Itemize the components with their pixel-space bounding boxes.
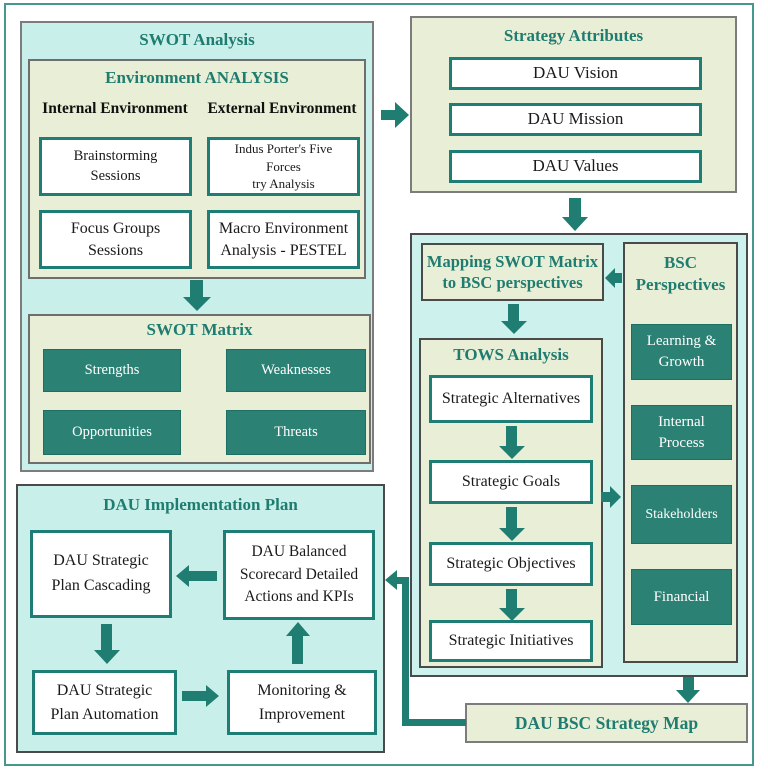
focus-groups-sessions-box: Focus Groups Sessions bbox=[39, 210, 192, 269]
external-environment-header: External Environment bbox=[207, 100, 357, 117]
financial-cell: Financial bbox=[631, 569, 732, 625]
dau-bsc-strategy-map-box: DAU BSC Strategy Map bbox=[465, 703, 748, 743]
strategy-attributes-section: Strategy Attributes DAU Vision DAU Missi… bbox=[410, 16, 737, 193]
plan-automation-box: DAU Strategic Plan Automation bbox=[32, 670, 177, 735]
dau-implementation-plan-section: DAU Implementation Plan DAU Strategic Pl… bbox=[16, 484, 385, 753]
monitoring-improvement-box: Monitoring & Improvement bbox=[227, 670, 377, 735]
strategic-goals-box: Strategic Goals bbox=[429, 460, 593, 504]
opportunities-cell: Opportunities bbox=[43, 410, 181, 455]
dau-vision-box: DAU Vision bbox=[449, 57, 702, 90]
strategic-initiatives-box: Strategic Initiatives bbox=[429, 620, 593, 662]
strategy-attributes-title: Strategy Attributes bbox=[503, 26, 644, 45]
tows-analysis-title: TOWS Analysis bbox=[453, 345, 569, 364]
swot-analysis-title: SWOT Analysis bbox=[139, 30, 255, 49]
strengths-cell: Strengths bbox=[43, 349, 181, 392]
strategic-alternatives-box: Strategic Alternatives bbox=[429, 375, 593, 423]
plan-cascading-box: DAU Strategic Plan Cascading bbox=[30, 530, 172, 618]
brainstorming-sessions-box: Brainstorming Sessions bbox=[39, 137, 192, 196]
balanced-scorecard-box: DAU Balanced Scorecard Detailed Actions … bbox=[223, 530, 375, 620]
diagram-outer-frame bbox=[4, 3, 754, 766]
dau-mission-box: DAU Mission bbox=[449, 103, 702, 136]
bsc-mapping-section: Mapping SWOT Matrix to BSC perspectives … bbox=[410, 233, 748, 677]
threats-cell: Threats bbox=[226, 410, 366, 455]
environment-analysis-title: Environment ANALYSIS bbox=[105, 68, 289, 87]
strategic-objectives-box: Strategic Objectives bbox=[429, 542, 593, 586]
learning-growth-cell: Learning & Growth bbox=[631, 324, 732, 380]
weaknesses-cell: Weaknesses bbox=[226, 349, 366, 392]
mapping-swot-to-bsc-title: Mapping SWOT Matrix to BSC perspectives bbox=[426, 251, 599, 292]
bsc-perspectives-title: BSC Perspectives bbox=[635, 253, 726, 295]
mapping-swot-to-bsc-box: Mapping SWOT Matrix to BSC perspectives bbox=[421, 243, 604, 301]
internal-environment-header: Internal Environment bbox=[42, 100, 188, 117]
stakeholders-cell: Stakeholders bbox=[631, 485, 732, 544]
dau-values-box: DAU Values bbox=[449, 150, 702, 183]
swot-analysis-section: SWOT Analysis Environment ANALYSIS Inter… bbox=[20, 21, 374, 472]
internal-process-cell: Internal Process bbox=[631, 405, 732, 460]
swot-matrix-title: SWOT Matrix bbox=[146, 320, 253, 339]
porters-five-forces-box: Indus Porter's Five Forces try Analysis bbox=[207, 137, 360, 196]
dau-implementation-plan-title: DAU Implementation Plan bbox=[103, 495, 298, 514]
pestel-analysis-box: Macro Environment Analysis - PESTEL bbox=[207, 210, 360, 269]
bsc-perspectives-box: BSC Perspectives Learning & Growth Inter… bbox=[623, 242, 738, 663]
dau-bsc-strategy-map-title: DAU BSC Strategy Map bbox=[514, 712, 699, 733]
tows-analysis-box: TOWS Analysis Strategic Alternatives Str… bbox=[419, 338, 603, 668]
swot-matrix-box: SWOT Matrix Strengths Weaknesses Opportu… bbox=[28, 314, 371, 464]
arrow-into-implementation-icon bbox=[385, 570, 397, 590]
environment-analysis-box: Environment ANALYSIS Internal Environmen… bbox=[28, 59, 366, 279]
